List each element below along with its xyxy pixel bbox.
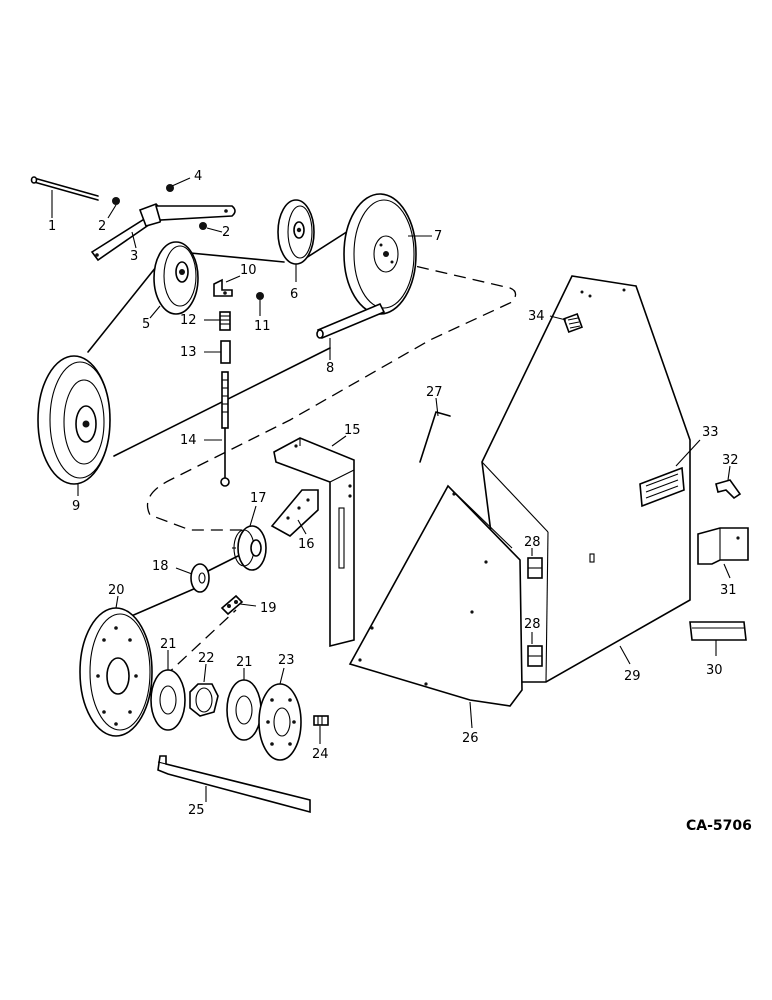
nut-part-2-right	[199, 222, 207, 230]
callout-14: 14	[180, 433, 197, 448]
callout-27: 27	[426, 385, 443, 400]
callout-23: 23	[278, 653, 295, 668]
pulley-part-7	[343, 193, 417, 315]
figure-code: CA-5706	[686, 818, 752, 834]
callout-13: 13	[180, 345, 197, 360]
decal-part-33	[639, 466, 685, 508]
spring-part-12	[219, 311, 231, 331]
idler-arm-part-3	[90, 203, 236, 262]
callout-9: 9	[72, 499, 80, 514]
callout-2a: 2	[98, 219, 106, 234]
sprocket-part-17	[232, 525, 267, 571]
callout-28b: 28	[524, 617, 541, 632]
pulley-part-5	[153, 241, 199, 315]
callout-29: 29	[624, 669, 641, 684]
bar-part-30	[689, 621, 747, 641]
pulley-part-6	[277, 199, 315, 265]
latch-part-34	[563, 313, 583, 333]
hinge-part-28-upper	[527, 557, 543, 579]
callout-17: 17	[250, 491, 267, 506]
callout-4: 4	[194, 169, 202, 184]
callout-25: 25	[188, 803, 205, 818]
latch-part-32	[715, 479, 742, 500]
shield-part-26	[348, 484, 523, 707]
callout-32: 32	[722, 453, 739, 468]
nut-part-2-left	[112, 197, 120, 205]
callout-15: 15	[344, 423, 361, 438]
leader-lines	[51, 177, 731, 802]
callout-34: 34	[528, 309, 545, 324]
threaded-rod-part-14	[220, 371, 230, 487]
callout-20: 20	[108, 583, 125, 598]
washer-part-21-left	[150, 669, 186, 731]
callout-labels: 1 2 2 3 4 5 6 7 8 9 10 11 12 13 14 15 16…	[48, 169, 739, 818]
callout-6: 6	[290, 287, 298, 302]
hinge-part-28-lower	[527, 645, 543, 667]
callout-21b: 21	[236, 655, 253, 670]
sprocket-part-18	[190, 563, 210, 593]
callout-1: 1	[48, 219, 56, 234]
callout-24: 24	[312, 747, 329, 762]
callout-26: 26	[462, 731, 479, 746]
belt-upper	[87, 225, 517, 531]
rod-part-1	[30, 176, 99, 201]
callout-28a: 28	[524, 535, 541, 550]
bracket-part-31	[697, 527, 749, 565]
washer-part-21-right	[226, 679, 262, 741]
bolt-part-24	[313, 715, 329, 726]
rod-part-27	[419, 411, 451, 463]
callout-2b: 2	[222, 225, 230, 240]
sleeve-part-13	[220, 340, 231, 364]
callout-10: 10	[240, 263, 257, 278]
bracket-part-10	[213, 278, 233, 297]
disc-part-23	[258, 683, 302, 761]
hub-part-22	[189, 683, 219, 717]
callout-19: 19	[260, 601, 277, 616]
callout-11: 11	[254, 319, 271, 334]
support-bar-part-25	[157, 755, 311, 814]
callout-7: 7	[434, 229, 442, 244]
callout-22: 22	[198, 651, 215, 666]
pulley-part-9	[37, 355, 111, 485]
callout-21a: 21	[160, 637, 177, 652]
callout-31: 31	[720, 583, 737, 598]
sprocket-part-20	[79, 607, 153, 737]
callout-30: 30	[706, 663, 723, 678]
callout-18: 18	[152, 559, 169, 574]
chain-link-part-19	[220, 594, 244, 616]
callout-12: 12	[180, 313, 197, 328]
bracket-part-15	[273, 437, 355, 648]
callout-8: 8	[326, 361, 334, 376]
callout-5: 5	[142, 317, 150, 332]
nut-part-11	[256, 292, 264, 300]
callout-3: 3	[130, 249, 138, 264]
callout-16: 16	[298, 537, 315, 552]
shaft-part-8	[316, 302, 386, 340]
plate-part-16	[270, 489, 319, 537]
callout-33: 33	[702, 425, 719, 440]
